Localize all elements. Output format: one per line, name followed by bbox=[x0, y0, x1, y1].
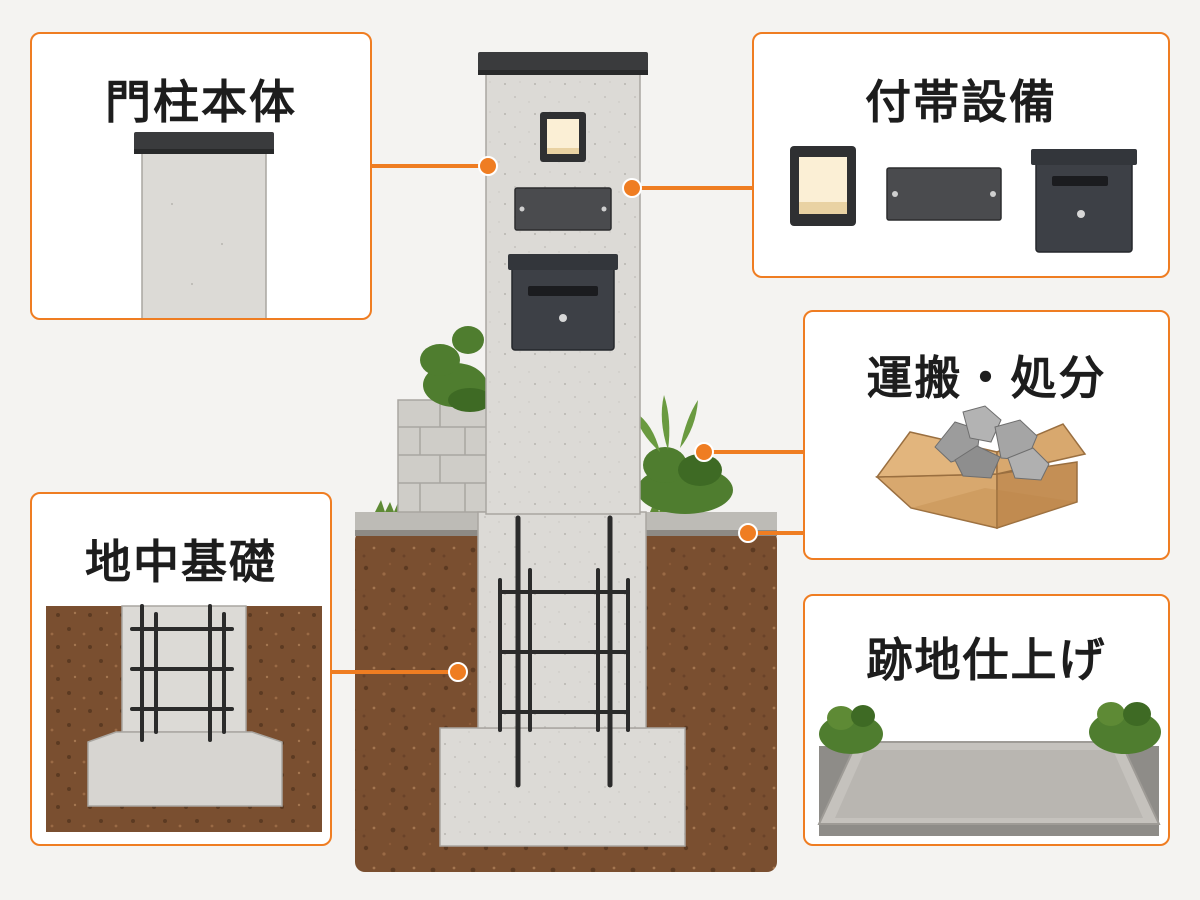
foundation-icon bbox=[46, 604, 322, 832]
card-accessories: 付帯設備 bbox=[752, 32, 1170, 278]
pillar-icon bbox=[134, 132, 274, 318]
nameplate-icon bbox=[886, 167, 1002, 221]
marker-accessories bbox=[622, 178, 642, 198]
card-title-accessories: 付帯設備 bbox=[865, 75, 1057, 129]
box-with-debris-icon bbox=[875, 405, 1087, 530]
wall-light bbox=[540, 112, 586, 162]
foundation-footing bbox=[439, 511, 686, 847]
marker-gate-body bbox=[478, 156, 498, 176]
card-foundation: 地中基礎 bbox=[30, 492, 332, 846]
marker-foundation bbox=[448, 662, 468, 682]
nameplate bbox=[514, 187, 612, 231]
card-title-transport: 運搬・処分 bbox=[866, 351, 1107, 405]
mailbox-icon bbox=[1031, 149, 1137, 253]
card-title-foundation: 地中基礎 bbox=[85, 535, 277, 589]
left-shrub bbox=[819, 705, 883, 754]
shrub-right bbox=[635, 395, 733, 514]
accessories-icons bbox=[790, 146, 1137, 253]
shrub-left bbox=[420, 326, 492, 412]
card-finishing: 跡地仕上げ bbox=[803, 594, 1170, 846]
right-shrub bbox=[1089, 702, 1161, 754]
rebar-cage bbox=[498, 515, 630, 788]
card-title-gate-body: 門柱本体 bbox=[105, 75, 297, 129]
mailbox bbox=[508, 254, 618, 351]
card-gate-body: 門柱本体 bbox=[30, 32, 372, 320]
finished-site-icon bbox=[817, 702, 1161, 836]
marker-transport bbox=[694, 442, 714, 462]
marker-finishing bbox=[738, 523, 758, 543]
card-transport: 運搬・処分 bbox=[803, 310, 1170, 560]
rubble bbox=[934, 405, 1050, 481]
card-title-finishing: 跡地仕上げ bbox=[866, 633, 1107, 687]
light-icon bbox=[790, 146, 856, 226]
